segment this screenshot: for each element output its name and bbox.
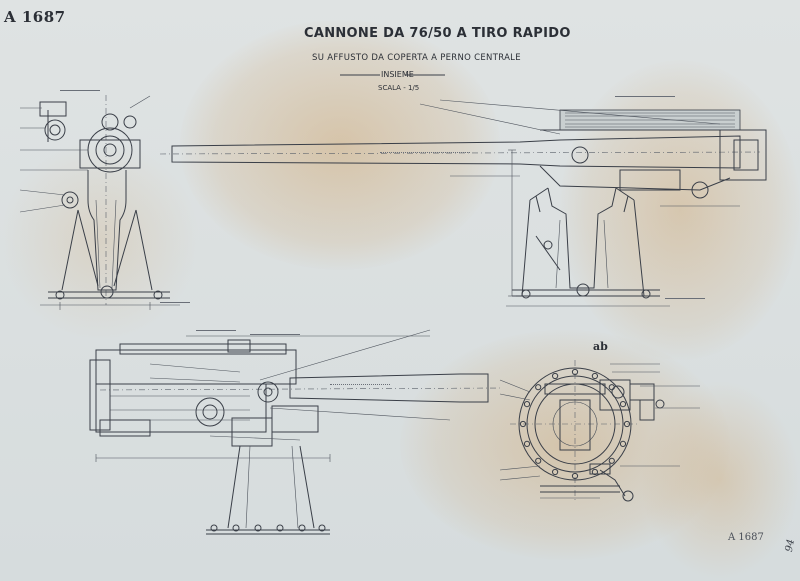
plan-view: [89, 329, 501, 535]
section-ab: [499, 360, 700, 502]
bolt: [619, 440, 627, 447]
sheet-number-bottom: A 1687: [728, 532, 764, 543]
annotation-scribble: [615, 94, 675, 97]
bolt: [552, 468, 559, 476]
annotation-scribble: [380, 150, 470, 153]
bolt: [535, 457, 542, 464]
drawing-section-title: INSIEME: [381, 70, 414, 79]
drawing-subtitle: SU AFFUSTO DA COPERTA A PERNO CENTRALE: [312, 53, 521, 63]
sheet-number-top: A 1687: [4, 8, 66, 26]
annotation-scribble: [160, 300, 190, 303]
annotation-scribble: [60, 88, 100, 91]
side-view: [159, 99, 767, 307]
section-label: ab: [593, 340, 608, 353]
annotation-scribble: [665, 296, 705, 299]
annotation-scribble: [196, 328, 236, 331]
bolt: [523, 401, 531, 408]
bolt: [571, 472, 579, 480]
bolt: [535, 384, 542, 391]
bolt: [623, 420, 631, 428]
bolt: [552, 372, 559, 380]
annotation-scribble: [330, 382, 390, 385]
bolt: [591, 372, 599, 380]
bolt: [523, 440, 531, 447]
bolt-ring: [519, 368, 631, 480]
bolt: [619, 401, 627, 408]
front-view: [19, 95, 180, 310]
bolt: [519, 420, 527, 428]
bolt: [591, 468, 599, 476]
drawing-title: CANNONE DA 76/50 A TIRO RAPIDO: [304, 26, 571, 41]
margin-mark: 94: [783, 538, 797, 553]
bolt: [608, 457, 615, 464]
bolt: [571, 368, 579, 376]
annotation-scribble: [250, 332, 300, 335]
drawing-scale: SCALA - 1/5: [378, 84, 420, 92]
